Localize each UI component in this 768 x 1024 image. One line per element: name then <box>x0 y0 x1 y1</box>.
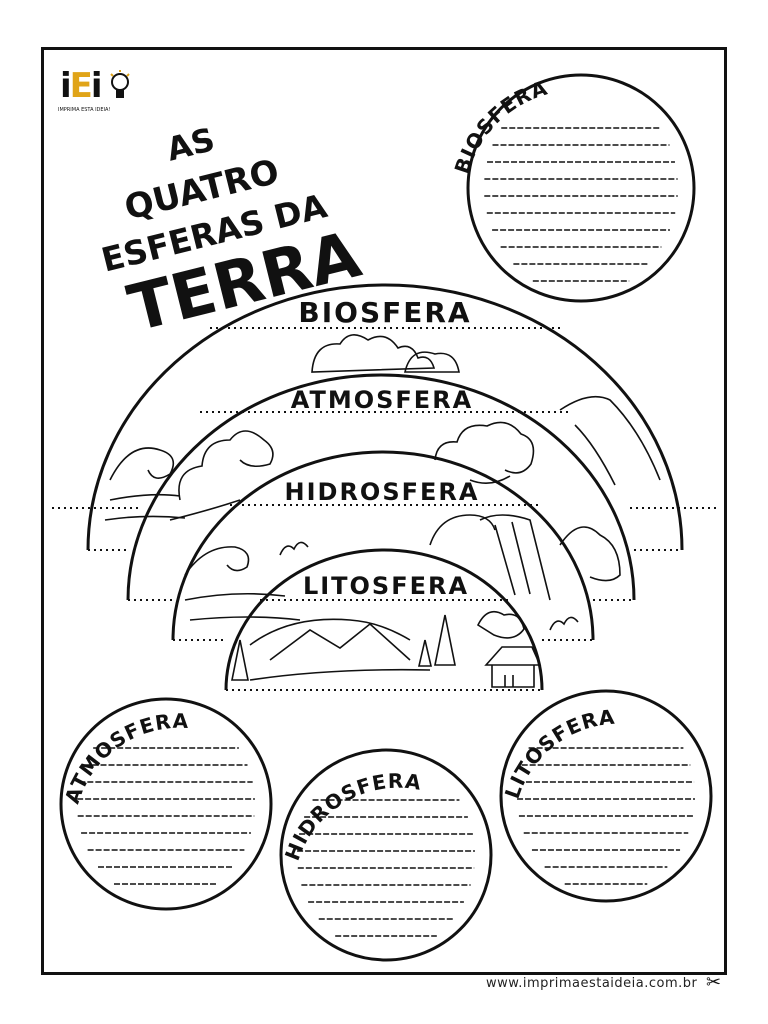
cloud-icon <box>169 430 274 521</box>
circle-atmosfera <box>59 697 273 911</box>
writing-lines <box>77 127 695 937</box>
tree-icon <box>476 610 525 639</box>
tree-icon <box>417 614 456 667</box>
circle-label-litosfera: LITOSFERA <box>500 705 617 802</box>
cloud-icon <box>311 334 436 373</box>
circle-hidrosfera <box>279 748 493 962</box>
lightbulb-icon <box>110 70 130 98</box>
website-footer: www.imprimaestaideia.com.br <box>486 976 698 991</box>
logo-mark: iEi <box>60 66 103 106</box>
splash-icon <box>279 541 309 556</box>
circle-litosfera <box>499 689 713 903</box>
wave-icon <box>184 546 301 621</box>
band-label-litosfera: LITOSFERA <box>303 572 469 600</box>
cloud-icon <box>403 351 460 373</box>
logo-tagline: IMPRIMA ESTA IDEIA! <box>58 107 111 113</box>
mountain-icon <box>249 618 411 661</box>
tree-icon <box>231 639 249 681</box>
band-litosfera-outline <box>224 548 544 691</box>
splash-icon <box>549 616 579 631</box>
wave-icon <box>104 447 186 521</box>
band-label-atmosfera: ATMOSFERA <box>291 386 474 414</box>
house-icon <box>484 646 542 688</box>
band-label-biosfera: BIOSFERA <box>298 296 471 329</box>
mountain-icon <box>559 395 661 486</box>
circle-label-atmosfera: ATMOSFERA <box>60 709 189 807</box>
worksheet-frame <box>41 47 727 975</box>
brand-logo: iEi IMPRIMA ESTA IDEIA! <box>58 66 134 116</box>
band-label-hidrosfera: HIDROSFERA <box>285 478 480 506</box>
cloud-icon <box>559 526 621 582</box>
title-line-1: AS <box>163 120 219 168</box>
band-biosfera-outline <box>86 283 684 551</box>
cloud-icon <box>434 421 535 484</box>
cloud-icon <box>429 514 496 546</box>
circle-biosfera <box>466 73 696 303</box>
scissors-icon: ✂ <box>706 972 722 993</box>
band-hidrosfera-outline <box>171 450 595 641</box>
landscape-illustration <box>104 334 661 688</box>
ground-icon <box>249 668 431 681</box>
